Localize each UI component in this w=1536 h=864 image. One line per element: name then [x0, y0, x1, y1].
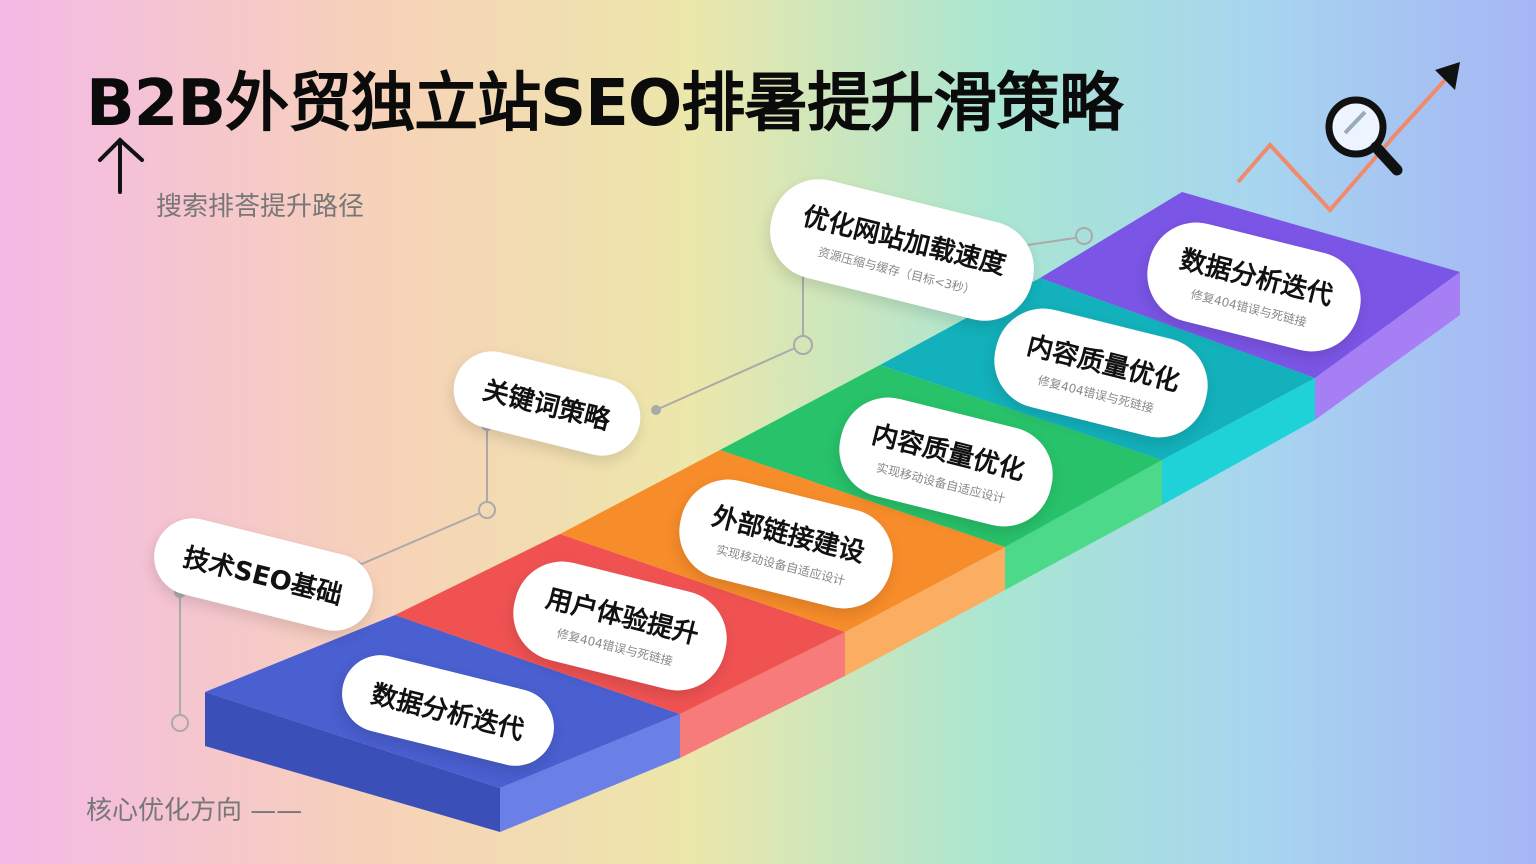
arrow-up-icon	[98, 137, 144, 194]
page-title: B2B外贸独立站SEO排暑提升滑策略	[86, 67, 1123, 141]
trend-up-icon	[1236, 62, 1460, 213]
subtitle: 搜索排荅提升路径	[156, 192, 365, 222]
callout-label: 关键词策略	[479, 375, 614, 437]
step-label: 数据分析迭代	[368, 679, 527, 747]
magnifier-icon	[1325, 96, 1403, 176]
footer-label: 核心优化方向 ——	[86, 796, 303, 826]
